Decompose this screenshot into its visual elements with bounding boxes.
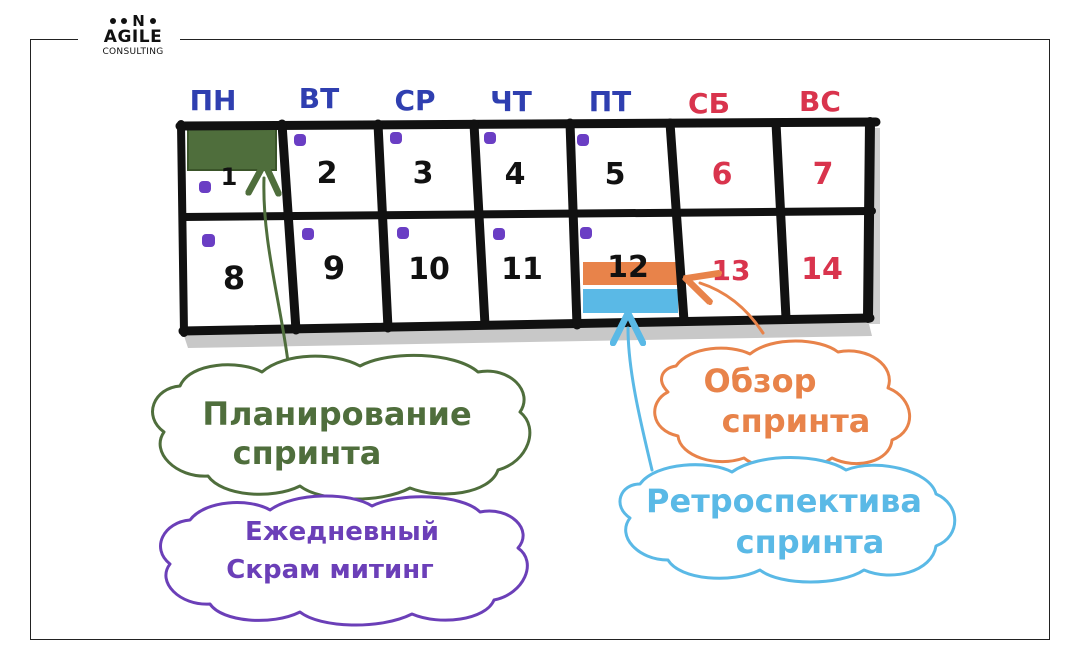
date-cell: 14 [801, 252, 843, 287]
logo-mark: N [132, 12, 145, 30]
planning-cloud-line1: Планирование [202, 395, 471, 433]
daily-marker [397, 227, 409, 239]
retro-arrow [628, 328, 654, 472]
daily-marker [302, 228, 314, 240]
date-cell: 12 [607, 250, 649, 285]
image-frame [30, 39, 1050, 640]
retro-cloud: Ретроспектива спринта [618, 456, 957, 584]
daily-cloud-line1: Ежедневный [245, 517, 439, 547]
date-cell: 1 [221, 163, 238, 191]
logo-dot [110, 18, 117, 24]
day-header-sat: СБ [688, 87, 730, 120]
grid-line-v0 [177, 120, 188, 337]
date-cell: 10 [408, 252, 450, 287]
logo-dot [121, 18, 128, 24]
grid-line-v3 [469, 119, 490, 330]
retro-block [583, 289, 678, 313]
logo-subtitle: CONSULTING [102, 47, 164, 57]
daily-cloud-line2: Скрам митинг [226, 555, 434, 585]
planning-arrow [264, 178, 290, 364]
review-block [583, 262, 677, 285]
retro-cloud-outline [618, 456, 957, 584]
review-cloud: Обзор спринта [653, 339, 911, 471]
day-header-sun: ВС [799, 85, 841, 118]
daily-cloud-outline [159, 494, 529, 627]
planning-cloud: Планирование спринта [151, 353, 532, 501]
date-cell: 5 [605, 157, 626, 192]
day-headers: ПН ВТ СР ЧТ ПТ СБ ВС [190, 82, 841, 120]
daily-markers [199, 132, 592, 247]
grid-line-v7 [863, 117, 875, 323]
date-cell: 3 [413, 156, 434, 191]
date-numbers: 1 2 3 4 5 6 7 8 9 10 11 12 13 14 [221, 156, 843, 297]
daily-marker [199, 181, 211, 193]
date-cell: 7 [813, 157, 834, 192]
date-cell: 6 [712, 157, 733, 192]
retro-cloud-line2: спринта [736, 523, 885, 561]
review-arrow [700, 283, 765, 335]
grid-line-middle [179, 207, 876, 221]
day-header-tue: ВТ [299, 82, 339, 115]
date-cell: 4 [505, 157, 526, 192]
review-cloud-line2: спринта [722, 402, 871, 440]
day-header-mon: ПН [190, 84, 237, 117]
calendar-grid [175, 117, 881, 337]
grid-line-top [175, 117, 881, 131]
daily-cloud: Ежедневный Скрам митинг [159, 494, 529, 627]
daily-marker [493, 228, 505, 240]
company-logo: N AGILE CONSULTING [92, 14, 174, 58]
grid-line-v6 [771, 118, 791, 323]
daily-marker [577, 134, 589, 146]
date-cell: 8 [223, 259, 245, 297]
review-cloud-outline [653, 339, 911, 471]
day-header-fri: ПТ [589, 85, 632, 118]
grid-line-v1 [277, 119, 301, 335]
daily-marker [484, 132, 496, 144]
date-cell: 13 [712, 254, 751, 287]
grid-line-v4 [565, 118, 582, 330]
daily-marker [580, 227, 592, 239]
review-cloud-line1: Обзор [703, 362, 816, 400]
daily-marker [202, 234, 215, 247]
daily-marker [294, 134, 306, 146]
date-cell: 11 [501, 252, 543, 287]
day-header-wed: СР [394, 84, 435, 117]
logo-name: AGILE [103, 27, 163, 47]
date-cell: 9 [323, 249, 345, 287]
planning-cloud-outline [151, 353, 532, 501]
daily-marker [390, 132, 402, 144]
retro-cloud-line1: Ретроспектива [646, 482, 922, 520]
logo-dots: N [92, 12, 174, 30]
day-header-thu: ЧТ [490, 85, 532, 118]
planning-cloud-line2: спринта [233, 434, 382, 472]
grid-line-v2 [373, 119, 393, 333]
logo-dot [149, 18, 156, 24]
frame-gap [78, 34, 180, 44]
date-cell: 2 [317, 156, 338, 191]
grid-shadow [182, 320, 872, 348]
